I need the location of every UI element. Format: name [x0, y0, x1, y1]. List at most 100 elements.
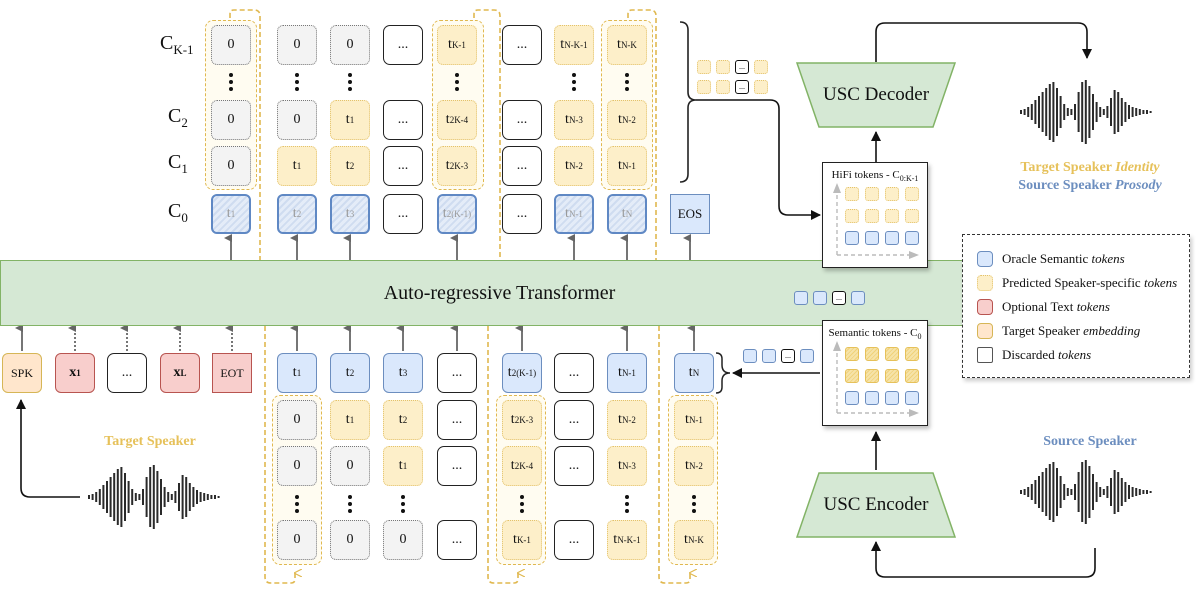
waveform-bar [1131, 107, 1134, 117]
panel-discarded-token [905, 347, 919, 361]
waveform-bar [188, 483, 191, 511]
panel-discarded-token [865, 369, 879, 383]
waveform-bar [1146, 110, 1148, 114]
decoder-to-output-arrow [875, 22, 1092, 62]
text-swatch [977, 299, 993, 315]
vertical-ellipsis [295, 492, 301, 516]
waveform-bar [113, 473, 116, 521]
waveform-bar [106, 481, 108, 513]
usc-decoder: USC Decoder [796, 62, 956, 128]
panel-predicted-token [845, 187, 859, 201]
waveform-bar [1041, 92, 1044, 132]
panel-predicted-token [885, 187, 899, 201]
waveform-bar [1030, 484, 1033, 500]
waveform-bar [1034, 100, 1037, 124]
mini-semantic-token [851, 291, 865, 305]
waveform-bar [1092, 94, 1094, 130]
panel-discarded-token [885, 369, 899, 383]
row-label-c1: C1 [168, 151, 188, 176]
waveform-bar [1088, 86, 1091, 138]
waveform-bar [1099, 107, 1102, 117]
spk-token: SPK [2, 353, 42, 393]
waveform-bar [1038, 96, 1040, 128]
waveform-bar [98, 489, 101, 505]
waveform-bar [1113, 470, 1116, 514]
waveform-bar [1020, 110, 1022, 114]
waveform-bar [1020, 490, 1022, 494]
waveform-bar [192, 487, 195, 507]
panel-semantic-token [865, 231, 879, 245]
ellipsis-token: ... [502, 25, 542, 65]
ellipsis-token: ... [437, 400, 477, 440]
waveform-bar [1038, 476, 1040, 508]
mini-semantic-token [743, 349, 757, 363]
vertical-ellipsis [520, 492, 526, 516]
vertical-ellipsis [348, 492, 354, 516]
hifi-panel-title: HiFi tokens - C0:K-1 [831, 169, 919, 184]
zero-token: 0 [277, 25, 317, 65]
ellipsis-token: ... [502, 100, 542, 140]
waveform-bar [1113, 90, 1116, 134]
waveform-bar [1124, 102, 1127, 122]
panel-predicted-token [905, 187, 919, 201]
legend-item-oracle: Oracle Semantic tokens [977, 249, 1125, 269]
ellipsis-token: ... [554, 400, 594, 440]
waveform-bar [1120, 98, 1123, 126]
source-speaker-label: Source Speaker [1043, 434, 1137, 449]
waveform-bar [124, 473, 126, 521]
waveform-bar [1045, 88, 1048, 136]
waveform-bar [1030, 104, 1033, 120]
usc-encoder-label: USC Encoder [823, 494, 929, 515]
waveform-bar [131, 489, 134, 505]
waveform-bar [1106, 106, 1109, 118]
vertical-ellipsis [348, 70, 354, 94]
vertical-ellipsis [572, 70, 578, 94]
mini-semantic-token [813, 291, 827, 305]
panel-semantic-token [905, 391, 919, 405]
row-label-ck-1: CK-1 [160, 32, 194, 57]
ellipsis-token: ... [554, 520, 594, 560]
waveform-bar [1070, 489, 1073, 495]
ellipsis-token: ... [383, 25, 423, 65]
vertical-ellipsis [401, 492, 407, 516]
zero-token: 0 [277, 400, 317, 440]
waveform-bar [163, 487, 166, 507]
waveform-bar [1066, 488, 1069, 496]
ellipsis-token: ... [437, 353, 477, 393]
waveform-bar [199, 492, 202, 502]
waveform-bar [203, 493, 206, 501]
mini-ellipsis-token: ... [735, 80, 749, 94]
waveform-bar [138, 494, 141, 500]
waveform-bar [1048, 464, 1051, 520]
waveform-bar [1088, 466, 1091, 518]
eos-token: EOS [670, 194, 710, 234]
panel-semantic-token [845, 391, 859, 405]
discarded-swatch [977, 347, 993, 363]
vertical-ellipsis [692, 492, 698, 516]
legend-item-predicted: Predicted Speaker-specific tokens [977, 273, 1177, 293]
waveform-bar [1131, 487, 1134, 497]
waveform-bar [1059, 476, 1062, 508]
zero-token: 0 [277, 520, 317, 560]
waveform-bar [1052, 462, 1055, 522]
waveform-bar [1146, 490, 1148, 494]
usc-encoder: USC Encoder [796, 472, 956, 538]
waveform-bar [170, 494, 173, 500]
waveform-bar [1084, 460, 1087, 524]
vertical-ellipsis [625, 70, 631, 94]
delay-loops [229, 9, 690, 584]
panel-semantic-token [845, 231, 859, 245]
ellipsis-token: ... [554, 446, 594, 486]
waveform-bar [167, 492, 170, 502]
waveform-bar [1023, 489, 1026, 495]
output-caption-identity: Target Speaker Identity [1020, 160, 1160, 175]
panel-semantic-token [905, 231, 919, 245]
